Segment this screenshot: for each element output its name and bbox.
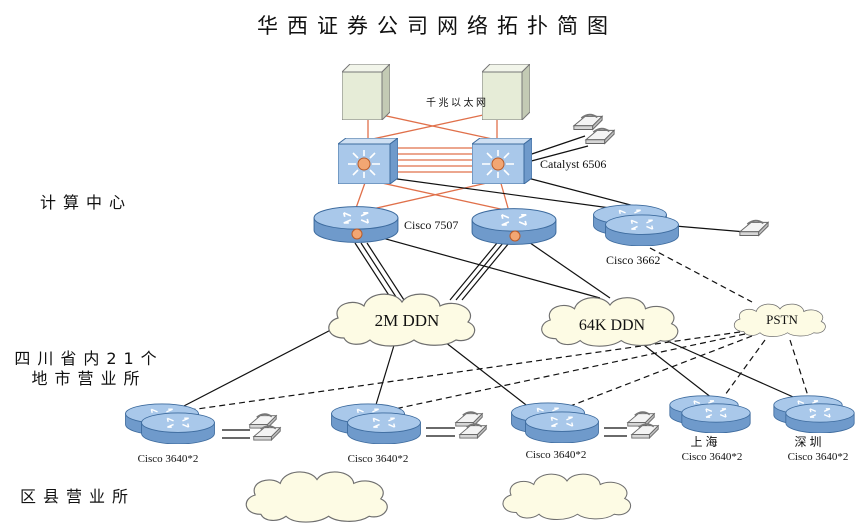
cisco-7507-router-left bbox=[313, 205, 399, 244]
section-label-city-offices: 四川省内21个地市营业所 bbox=[14, 349, 164, 388]
pstn-label: PSTN bbox=[766, 312, 798, 327]
city-router-2-label: Cisco 3640*2 bbox=[348, 453, 409, 465]
city-router-2 bbox=[330, 403, 422, 444]
shenzhen-router-label: Cisco 3640*2 bbox=[788, 451, 849, 463]
shanghai-router-label: Cisco 3640*2 bbox=[682, 451, 743, 463]
phone-icon bbox=[584, 127, 616, 145]
dial-backup-links bbox=[189, 247, 809, 411]
shenzhen-label: 深 圳 bbox=[794, 435, 821, 449]
ddn-64k-label: 64K DDN bbox=[579, 317, 646, 334]
shanghai-router bbox=[669, 395, 751, 433]
shanghai-label: 上 海 bbox=[690, 434, 717, 449]
catalyst-label: Catalyst 6506 bbox=[540, 157, 606, 171]
section-label-county-offices: 区县营业所 bbox=[20, 487, 136, 506]
cisco-7507-label: Cisco 7507 bbox=[404, 218, 458, 232]
diagram-title: 华西证券公司网络拓扑简图 bbox=[257, 14, 617, 38]
server-right bbox=[482, 64, 530, 120]
ddn-2m-label: 2M DDN bbox=[375, 311, 440, 330]
county-cloud-left bbox=[245, 471, 388, 523]
phone-icon bbox=[572, 113, 604, 131]
city-router-3-label: Cisco 3640*2 bbox=[526, 449, 587, 461]
cisco-3662-label: Cisco 3662 bbox=[606, 253, 660, 267]
phone-icon bbox=[738, 219, 770, 237]
county-cloud-right bbox=[502, 473, 632, 521]
server-left bbox=[342, 64, 390, 120]
city-router-1-label: Cisco 3640*2 bbox=[138, 453, 199, 465]
catalyst-switch-left bbox=[338, 138, 398, 184]
city-router-3 bbox=[510, 402, 600, 443]
catalyst-switch-right bbox=[472, 138, 532, 184]
city-router-1 bbox=[124, 403, 216, 444]
gigabit-links bbox=[355, 111, 509, 211]
gigabit-ethernet-label: 千 兆 以 太 网 bbox=[426, 96, 486, 109]
cisco-7507-router-right bbox=[471, 207, 557, 246]
section-label-compute-center: 计算中心 bbox=[40, 193, 133, 212]
shenzhen-router bbox=[773, 395, 855, 433]
cisco-3662-router bbox=[592, 204, 680, 246]
